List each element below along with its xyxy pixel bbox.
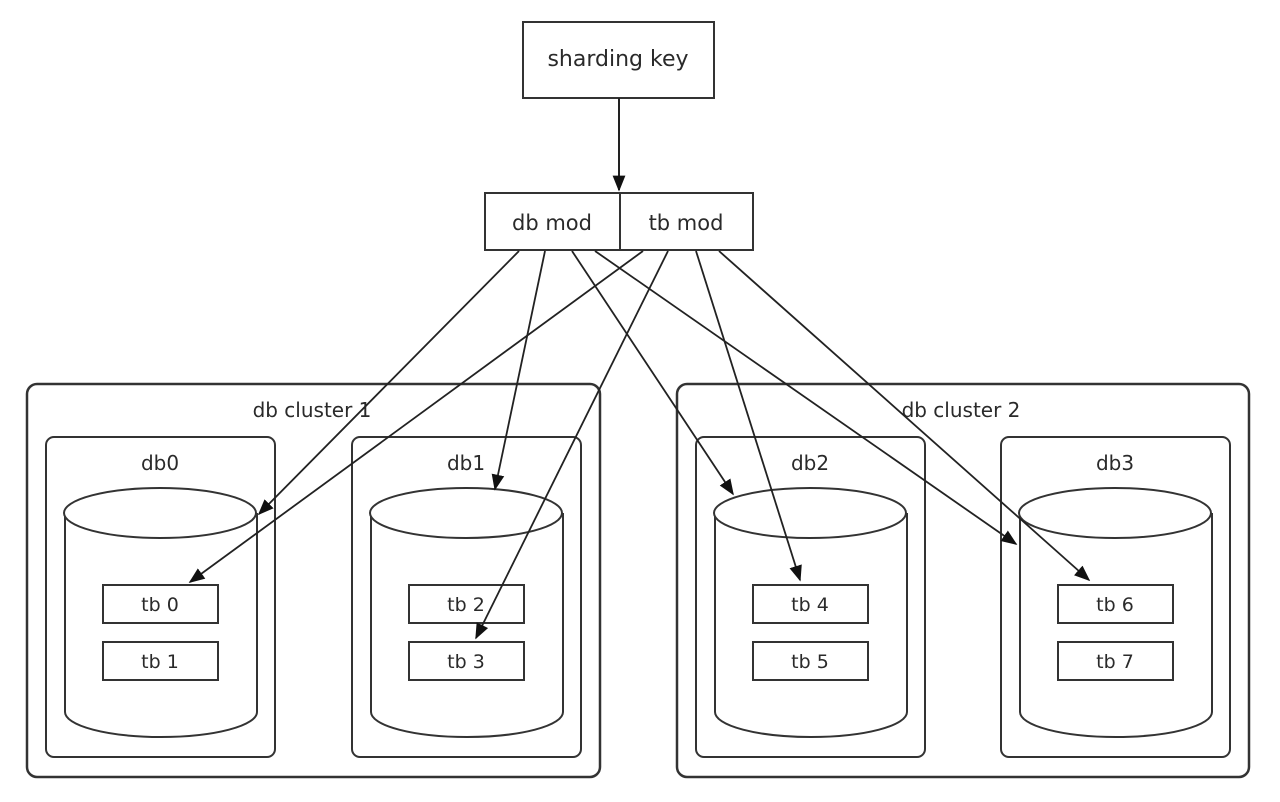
db-label: db0	[141, 451, 179, 475]
cluster-1-label: db cluster 1	[253, 398, 372, 422]
cluster-2-label: db cluster 2	[902, 398, 1021, 422]
db-node-db2: db2 tb 4 tb 5	[695, 436, 926, 758]
table-box	[1057, 641, 1174, 681]
db-node-db3: db3 tb 6 tb 7	[1000, 436, 1231, 758]
cylinder-body	[64, 513, 258, 738]
cylinder-top	[713, 487, 907, 539]
table-box	[752, 584, 869, 624]
edge-tbmod-tb3	[475, 250, 669, 640]
edge-dbmod-db0	[257, 250, 520, 516]
edge-tbmod-tb6	[718, 250, 1091, 582]
table-label: tb 2	[447, 594, 485, 616]
table-label: tb 6	[1096, 594, 1134, 616]
table-box	[408, 584, 525, 624]
edge-dbmod-db1	[491, 250, 546, 491]
sharding-key-node: sharding key	[522, 21, 715, 99]
table-label: tb 5	[791, 651, 829, 673]
tb-mod-label: tb mod	[649, 211, 724, 235]
db-label: db2	[791, 451, 829, 475]
db-label: db1	[447, 451, 485, 475]
edge-dbmod-db2	[571, 250, 734, 496]
mod-node: db mod tb mod	[484, 192, 754, 251]
table-box	[102, 584, 219, 624]
table-label: tb 3	[447, 651, 485, 673]
edge-dbmod-db3	[594, 250, 1018, 545]
cylinder-top	[63, 487, 257, 539]
table-box	[102, 641, 219, 681]
db-mod-label: db mod	[512, 211, 592, 235]
table-label: tb 0	[141, 594, 179, 616]
db-node-db1: db1 tb 2 tb 3	[351, 436, 582, 758]
table-box	[752, 641, 869, 681]
table-label: tb 1	[141, 651, 179, 673]
table-label: tb 4	[791, 594, 829, 616]
edge-tbmod-tb4	[695, 250, 802, 582]
edges	[188, 250, 1091, 640]
edge-tbmod-tb0	[188, 250, 644, 583]
cylinder-body	[714, 513, 908, 738]
table-box	[408, 641, 525, 681]
cylinder-top	[369, 487, 563, 539]
table-label: tb 7	[1096, 651, 1134, 673]
sharding-key-label: sharding key	[547, 47, 688, 72]
cylinder-body	[370, 513, 564, 738]
cylinder-top	[1018, 487, 1212, 539]
db-label: db3	[1096, 451, 1134, 475]
db-node-db0: db0 tb 0 tb 1	[45, 436, 276, 758]
cylinder-body	[1019, 513, 1213, 738]
table-box	[1057, 584, 1174, 624]
